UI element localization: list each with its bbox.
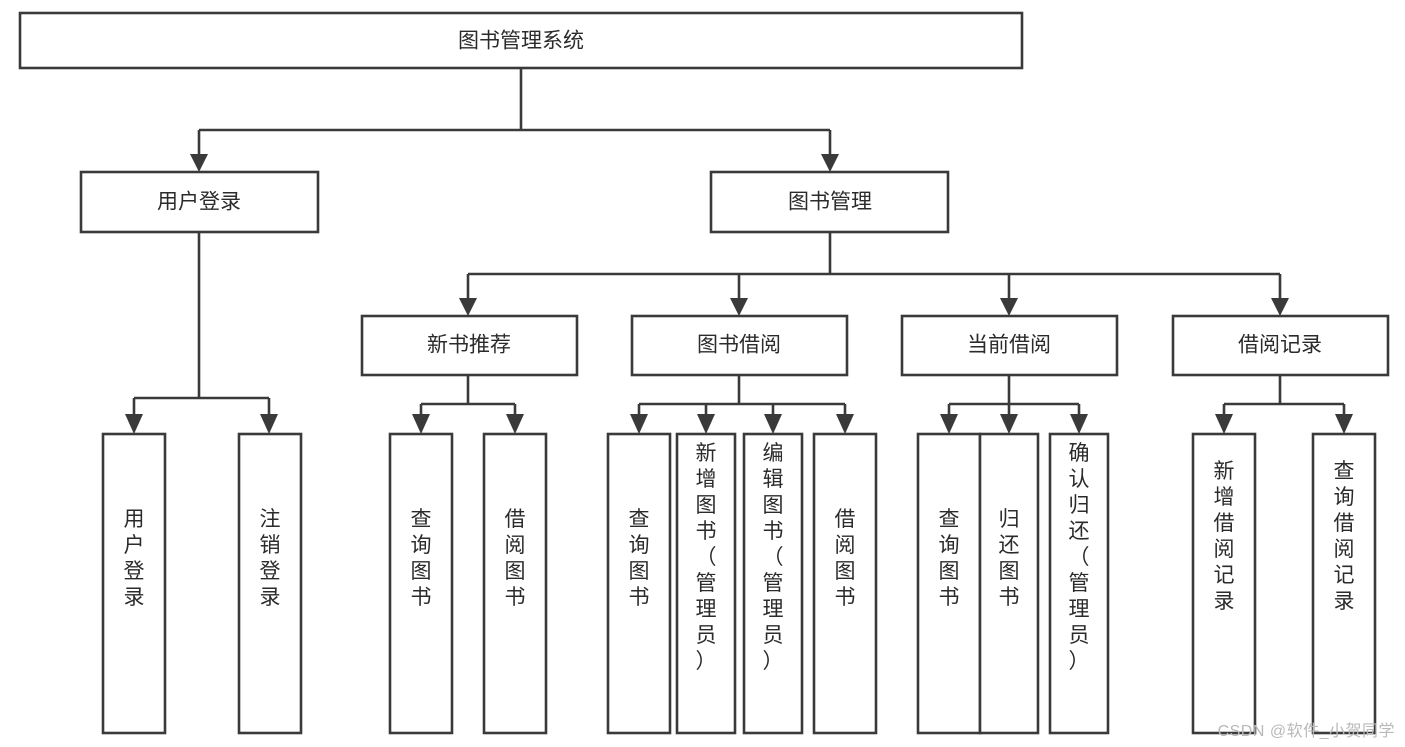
node-leaf-add-record-box[interactable] — [1191, 432, 1257, 735]
arrow-head-to-leaf-user-logout — [260, 414, 278, 434]
arrow-head-to-records — [1271, 298, 1289, 316]
arrow-head-to-leaf-query-record — [1335, 414, 1353, 434]
node-leaf-user-logout-box[interactable] — [237, 432, 303, 735]
connector-group-bookmgmt — [459, 232, 1289, 316]
arrow-head-to-newbook — [459, 298, 477, 316]
node-leaf-user-login[interactable]: 用户登录 — [101, 432, 167, 735]
node-leaf-borrow-book-2-label: 借阅图书 — [835, 508, 856, 609]
node-root-label: 图书管理系统 — [458, 30, 584, 53]
node-login[interactable]: 用户登录 — [79, 170, 320, 234]
node-records-label: 借阅记录 — [1238, 334, 1322, 357]
node-root[interactable]: 图书管理系统 — [18, 11, 1024, 70]
node-leaf-user-login-box[interactable] — [101, 432, 167, 735]
connector-group-login — [125, 232, 278, 434]
connector-group-root — [190, 68, 839, 172]
node-leaf-borrow-book-2[interactable]: 借阅图书 — [812, 432, 878, 735]
arrow-head-to-leaf-user-login — [125, 414, 143, 434]
node-leaf-user-logout-label: 注销登录 — [260, 508, 281, 609]
arrow-head-to-leaf-confirm-return — [1070, 414, 1088, 434]
node-leaf-query-book-2[interactable]: 查询图书 — [606, 432, 672, 735]
connector-borrow-to-leaves — [637, 375, 847, 418]
node-leaf-query-book-3[interactable]: 查询图书 — [916, 432, 982, 735]
node-leaf-confirm-return-label: 确认归还（管理员） — [1069, 442, 1090, 673]
node-bookmgmt[interactable]: 图书管理 — [709, 170, 950, 234]
node-current-box[interactable] — [900, 314, 1119, 377]
arrow-head-to-leaf-borrow-book-1 — [506, 414, 524, 434]
arrow-head-to-leaf-add-book — [697, 414, 715, 434]
node-leaf-borrow-book-2-box[interactable] — [812, 432, 878, 735]
node-newbook-label: 新书推荐 — [427, 334, 511, 357]
connector-newbook-to-leaves — [419, 375, 517, 418]
arrow-head-to-leaf-return-book — [1000, 414, 1018, 434]
node-leaf-query-book-1-label: 查询图书 — [411, 508, 432, 609]
node-leaf-query-record[interactable]: 查询借阅记录 — [1311, 432, 1377, 735]
arrow-head-to-borrow — [730, 298, 748, 316]
node-leaf-user-login-label: 用户登录 — [124, 508, 145, 609]
node-leaf-query-book-1-box[interactable] — [388, 432, 454, 735]
node-login-label: 用户登录 — [157, 191, 241, 214]
node-leaf-query-record-box[interactable] — [1311, 432, 1377, 735]
node-borrow[interactable]: 图书借阅 — [630, 314, 849, 377]
arrow-head-to-login — [190, 154, 208, 172]
node-leaf-edit-book-label: 编辑图书（管理员） — [763, 442, 784, 673]
arrow-head-to-leaf-borrow-book-2 — [836, 414, 854, 434]
connector-group-current — [940, 375, 1088, 434]
node-leaf-query-record-label: 查询借阅记录 — [1334, 460, 1355, 613]
node-leaf-borrow-book-1-label: 借阅图书 — [505, 508, 526, 609]
node-leaf-query-book-2-box[interactable] — [606, 432, 672, 735]
node-leaf-query-book-3-box[interactable] — [916, 432, 982, 735]
node-newbook[interactable]: 新书推荐 — [360, 314, 579, 377]
connector-records-to-leaves — [1222, 375, 1346, 418]
arrow-head-to-leaf-query-book-3 — [940, 414, 958, 434]
node-root-box[interactable] — [18, 11, 1024, 70]
node-leaf-add-record-label: 新增借阅记录 — [1214, 460, 1235, 613]
node-leaf-query-book-2-label: 查询图书 — [629, 508, 650, 609]
node-leaf-query-book-3-label: 查询图书 — [939, 508, 960, 609]
connector-login-to-leaves — [132, 232, 271, 418]
connector-group-newbook — [412, 375, 524, 434]
node-records-box[interactable] — [1171, 314, 1390, 377]
node-current-label: 当前借阅 — [967, 334, 1051, 357]
node-leaf-add-book-label: 新增图书（管理员） — [696, 442, 717, 673]
connector-current-to-leaves — [947, 375, 1081, 418]
arrow-head-to-leaf-query-book-1 — [412, 414, 430, 434]
node-leaf-confirm-return-box[interactable] — [1048, 432, 1110, 735]
arrow-head-to-leaf-edit-book — [764, 414, 782, 434]
node-leaf-return-book[interactable]: 归还图书 — [978, 432, 1040, 735]
node-leaf-borrow-book-1-box[interactable] — [482, 432, 548, 735]
node-leaf-query-book-1[interactable]: 查询图书 — [388, 432, 454, 735]
csdn-watermark: CSDN @软件_小贺同学 — [1217, 723, 1395, 740]
node-leaf-return-book-box[interactable] — [978, 432, 1040, 735]
node-leaf-edit-book[interactable]: 编辑图书（管理员） — [742, 432, 804, 735]
node-bookmgmt-box[interactable] — [709, 170, 950, 234]
connector-group-borrow — [630, 375, 854, 434]
node-records[interactable]: 借阅记录 — [1171, 314, 1390, 377]
node-current[interactable]: 当前借阅 — [900, 314, 1119, 377]
node-newbook-box[interactable] — [360, 314, 579, 377]
node-borrow-label: 图书借阅 — [697, 334, 781, 357]
node-leaf-confirm-return[interactable]: 确认归还（管理员） — [1048, 432, 1110, 735]
node-leaf-edit-book-box[interactable] — [742, 432, 804, 735]
arrow-head-to-bookmgmt — [821, 154, 839, 172]
node-leaf-user-logout[interactable]: 注销登录 — [237, 432, 303, 735]
node-leaf-add-book-box[interactable] — [675, 432, 737, 735]
connector-group-records — [1215, 375, 1353, 434]
connector-bookmgmt-to-level3 — [466, 232, 1282, 302]
node-leaf-add-record[interactable]: 新增借阅记录 — [1191, 432, 1257, 735]
node-login-box[interactable] — [79, 170, 320, 234]
node-borrow-box[interactable] — [630, 314, 849, 377]
arrow-head-to-current — [1000, 298, 1018, 316]
arrow-head-to-leaf-add-record — [1215, 414, 1233, 434]
node-leaf-return-book-label: 归还图书 — [999, 508, 1020, 609]
arrow-head-to-leaf-query-book-2 — [630, 414, 648, 434]
connector-root-to-level2 — [197, 68, 832, 158]
node-leaf-add-book[interactable]: 新增图书（管理员） — [675, 432, 737, 735]
node-leaf-borrow-book-1[interactable]: 借阅图书 — [482, 432, 548, 735]
node-bookmgmt-label: 图书管理 — [788, 191, 872, 214]
